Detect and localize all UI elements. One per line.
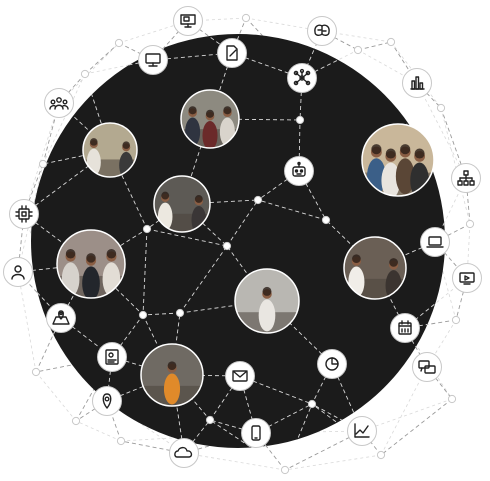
junction-dot-0 (114, 38, 124, 48)
connection-line-109 (257, 199, 327, 221)
ring-line-7 (231, 17, 247, 54)
photo-team-walking (180, 89, 240, 149)
ring-line-12 (390, 41, 418, 84)
junction-dot-1 (241, 13, 251, 23)
junction-dot-14 (80, 69, 90, 79)
mail-envelope-icon (225, 361, 255, 391)
junction-dot-23 (295, 115, 305, 125)
photo-conference-room (56, 229, 126, 299)
contact-card-icon (97, 342, 127, 372)
photo-man-orange-sweater (140, 343, 204, 407)
connection-line-108 (226, 199, 259, 247)
map-location-icon (46, 303, 76, 333)
connection-line-54 (331, 363, 363, 432)
junction-dot-18 (321, 215, 331, 225)
junction-dot-17 (222, 241, 232, 251)
ring-line-14 (440, 107, 467, 179)
ring-chord-23 (284, 454, 382, 471)
ring-line-22 (380, 398, 453, 456)
junction-dot-6 (451, 315, 461, 325)
junction-dot-19 (253, 195, 263, 205)
junction-dot-8 (376, 450, 386, 460)
video-screen-icon (452, 263, 482, 293)
brain-icon (307, 16, 337, 46)
icon-nodes (3, 6, 482, 468)
connection-line-83 (181, 199, 259, 205)
connection-line-95 (452, 320, 456, 399)
junction-dot-21 (307, 399, 317, 409)
photo-presenter-desk (343, 236, 407, 300)
presentation-board-icon (173, 6, 203, 36)
chat-bubbles-icon (412, 352, 442, 382)
ring-line-23 (361, 430, 382, 456)
ring-line-25 (255, 432, 286, 471)
photo-woman-laptop (234, 268, 300, 334)
location-pin-icon (92, 386, 122, 416)
network-nodes-icon (287, 63, 317, 93)
junction-dot-11 (71, 416, 81, 426)
ring-line-11 (357, 41, 392, 51)
junction-dot-7 (447, 394, 457, 404)
connection-line-77 (42, 149, 111, 165)
person-user-icon (3, 257, 33, 287)
ring-chord-1 (42, 73, 86, 165)
cloud-icon (169, 438, 199, 468)
junction-dot-12 (31, 367, 41, 377)
junction-dot-9 (280, 465, 290, 475)
junction-dots (31, 13, 475, 475)
line-chart-icon (347, 416, 377, 446)
photo-office-meeting (361, 123, 435, 197)
connection-line-85 (90, 263, 144, 316)
junction-dot-15 (175, 308, 185, 318)
connection-line-104 (142, 312, 181, 316)
photo-colleagues-standing (82, 122, 138, 178)
calendar-icon (390, 313, 420, 343)
ring-chord-25 (183, 452, 286, 471)
connection-line-13 (231, 52, 303, 79)
connection-line-39 (31, 263, 92, 273)
photo-nodes (56, 89, 435, 407)
connection-line-86 (325, 219, 376, 269)
ring-chord-30 (35, 371, 77, 422)
team-people-icon (44, 88, 74, 118)
bar-chart-icon (402, 68, 432, 98)
ring-chord-0 (23, 102, 60, 215)
junction-dot-10 (116, 436, 126, 446)
junction-dot-2 (353, 45, 363, 55)
robot-chatbot-icon (284, 156, 314, 186)
connection-line-99 (284, 403, 313, 448)
cpu-chip-icon (9, 199, 39, 229)
document-edit-icon (217, 38, 247, 68)
junction-dot-22 (138, 310, 148, 320)
ring-chord-21 (380, 366, 428, 456)
junction-dot-13 (38, 159, 48, 169)
connection-line-87 (226, 245, 268, 302)
ring-chord-12 (390, 41, 442, 109)
ring-line-13 (416, 82, 442, 109)
ring-chord-8 (245, 17, 323, 32)
junction-dot-20 (205, 415, 215, 425)
ring-line-3 (84, 42, 120, 75)
connection-line-59 (239, 375, 313, 405)
junction-dot-4 (436, 103, 446, 113)
ring-line-29 (75, 400, 108, 422)
photo-laptop-discussion (153, 175, 211, 233)
connection-line-107 (142, 228, 148, 316)
pie-chart-icon (317, 349, 347, 379)
connection-line-34 (31, 149, 111, 215)
laptop-icon (420, 227, 450, 257)
desktop-monitor-icon (138, 45, 168, 75)
ring-chord-32 (17, 271, 37, 373)
mobile-phone-icon (241, 418, 271, 448)
org-chart-icon (451, 163, 481, 193)
ring-chord-22 (361, 398, 453, 432)
ring-chord-14 (440, 107, 471, 225)
connection-line-55 (266, 300, 333, 365)
junction-dot-16 (142, 224, 152, 234)
junction-dot-5 (465, 219, 475, 229)
junction-dot-3 (386, 37, 396, 47)
ring-chord-6 (187, 17, 247, 22)
ring-chord-28 (75, 420, 122, 442)
